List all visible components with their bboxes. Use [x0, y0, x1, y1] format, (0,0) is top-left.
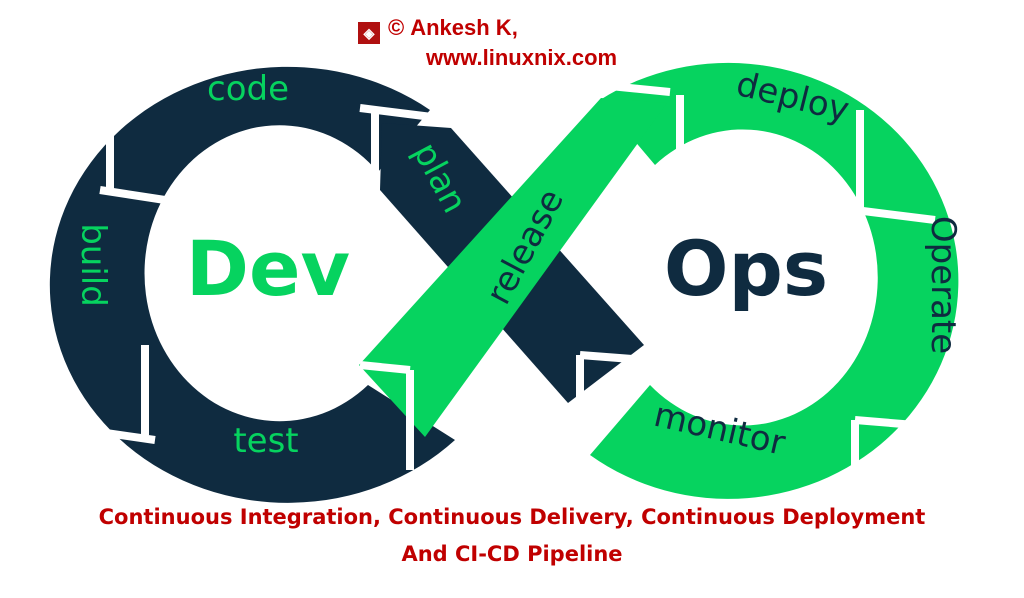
- ops-label: Ops: [664, 224, 828, 313]
- website-link[interactable]: www.linuxnix.com: [426, 45, 618, 70]
- caption-line-1: Continuous Integration, Continuous Deliv…: [98, 505, 926, 529]
- dev-label: Dev: [186, 224, 350, 313]
- stage-test: test: [233, 421, 298, 461]
- caption-line-2: And CI-CD Pipeline: [401, 542, 623, 566]
- release-band: [359, 98, 667, 437]
- stage-build: build: [73, 223, 113, 307]
- segment-gaps: [84, 81, 936, 495]
- author-credit: ◈ ©Ankesh K, www.linuxnix.com: [358, 14, 617, 72]
- stage-operate: Operate: [923, 216, 963, 354]
- author-name: Ankesh K,: [410, 15, 518, 40]
- dev-ring: [49, 66, 455, 503]
- ops-ring: [590, 62, 959, 499]
- linuxnix-logo-icon: ◈: [358, 22, 380, 44]
- copyright-symbol: ©: [388, 15, 405, 40]
- stage-code: code: [207, 69, 289, 109]
